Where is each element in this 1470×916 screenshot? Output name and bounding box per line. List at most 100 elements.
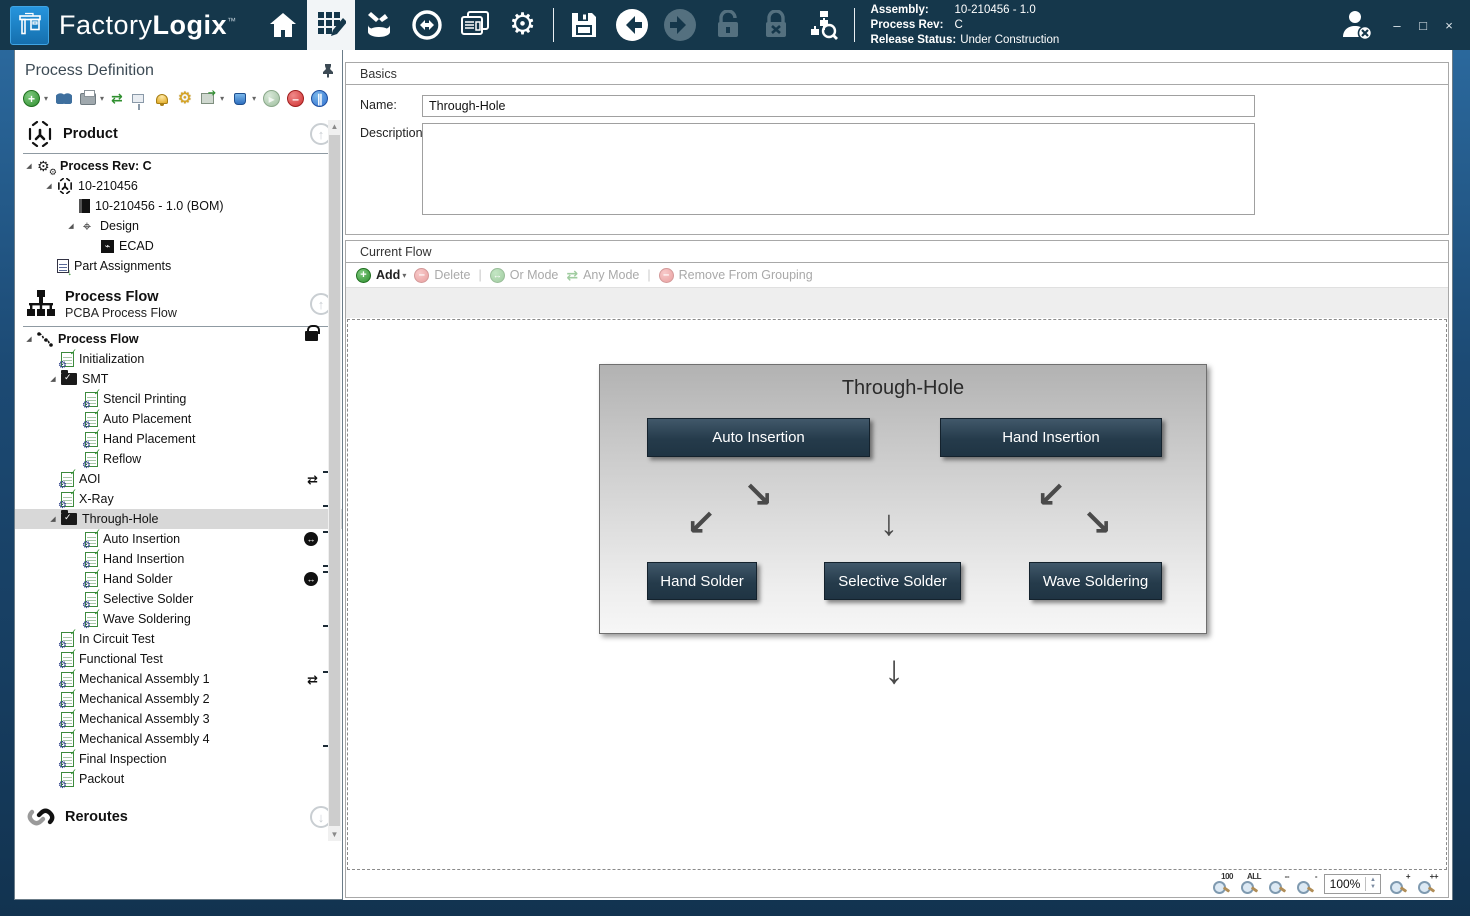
unlock-button[interactable]	[704, 0, 752, 50]
zoom-out-button[interactable]: -	[1296, 872, 1318, 894]
reroutes-section-header[interactable]: Reroutes ↓	[15, 799, 342, 835]
zoom-out-fast-button[interactable]: --	[1268, 872, 1290, 894]
tree-item-reflow[interactable]: Reflow	[15, 447, 342, 471]
node-auto-insertion[interactable]: Auto Insertion	[647, 418, 870, 457]
tree-item-part-assignments[interactable]: Part Assignments	[15, 256, 342, 277]
through-hole-group[interactable]: Through-Hole Auto Insertion Hand Inserti…	[599, 364, 1207, 634]
any-mode-button[interactable]: ⇄ Any Mode	[566, 266, 640, 283]
tree-item-selective-solder[interactable]: Selective Solder	[15, 587, 342, 611]
import-icon[interactable]	[231, 90, 248, 107]
expander-icon[interactable]: ◢	[68, 223, 74, 230]
close-button[interactable]: ×	[1445, 17, 1453, 33]
find-icon[interactable]	[55, 90, 72, 107]
data-transfer-button[interactable]	[403, 0, 451, 50]
navigate-forward-button[interactable]	[656, 0, 704, 50]
process-search-button[interactable]	[800, 0, 848, 50]
add-dropdown-caret[interactable]: ▾	[44, 94, 49, 103]
expander-icon[interactable]: ◢	[50, 376, 56, 383]
process-flow-section-header[interactable]: Process Flow PCBA Process Flow ↑	[15, 282, 342, 326]
delete-button[interactable]: – Delete	[414, 267, 470, 283]
scroll-down-icon[interactable]: ▼	[330, 830, 339, 839]
minimize-button[interactable]: –	[1393, 17, 1401, 33]
add-dropdown-caret[interactable]: ▾	[402, 270, 407, 280]
tree-item-ecad[interactable]: ⌁ ECAD	[15, 236, 342, 256]
pause-icon[interactable]: ∥	[311, 90, 329, 107]
export-dropdown-caret[interactable]: ▾	[220, 94, 225, 103]
tree-item-in-circuit-test[interactable]: In Circuit Test	[15, 627, 342, 651]
tree-item-final-inspection[interactable]: Final Inspection	[15, 747, 342, 771]
tree-item-bom[interactable]: 10-210456 - 1.0 (BOM)	[15, 196, 342, 216]
gear-settings-icon[interactable]: ⚙	[177, 89, 193, 107]
bell-icon[interactable]	[154, 90, 171, 107]
print-dropdown-caret[interactable]: ▾	[100, 94, 105, 103]
tree-item-hand-solder[interactable]: Hand Solder ↔	[15, 567, 342, 591]
node-hand-solder[interactable]: Hand Solder	[647, 562, 757, 600]
process-definition-button[interactable]	[306, 0, 355, 50]
or-mode-button[interactable]: ↔ Or Mode	[489, 267, 558, 283]
name-input[interactable]	[422, 95, 1255, 117]
materials-button[interactable]	[355, 0, 403, 50]
print-icon[interactable]	[79, 89, 96, 107]
spin-down-icon[interactable]: ▼	[1370, 883, 1376, 890]
go-icon[interactable]: ▸	[263, 90, 281, 107]
any-mode-icon[interactable]: ⇄	[111, 90, 123, 106]
maximize-button[interactable]: □	[1419, 17, 1427, 33]
tree-item-auto-insertion[interactable]: Auto Insertion ↔	[15, 527, 342, 551]
tree-item-mechanical-assembly-4[interactable]: Mechanical Assembly 4	[15, 727, 342, 751]
zoom-in-fast-button[interactable]: ++	[1417, 872, 1439, 894]
tree-item-hand-insertion[interactable]: Hand Insertion	[15, 547, 342, 571]
remove-from-grouping-button[interactable]: – Remove From Grouping	[658, 267, 813, 283]
tree-item-process-rev[interactable]: ◢ ⚙ Process Rev: C	[15, 156, 342, 177]
tree-item-hand-placement[interactable]: Hand Placement	[15, 427, 342, 451]
add-button[interactable]: + Add ▾	[356, 267, 407, 283]
tree-item-smt[interactable]: ◢ SMT	[15, 369, 342, 389]
tree-item-assembly[interactable]: ◢ 10-210456	[15, 176, 342, 196]
tree-item-wave-soldering[interactable]: Wave Soldering	[15, 607, 342, 631]
kiosk-icon[interactable]	[130, 90, 147, 110]
tree-item-initialization[interactable]: Initialization	[15, 347, 342, 371]
product-section-header[interactable]: Product ↑	[15, 115, 342, 153]
zoom-in-button[interactable]: +	[1389, 872, 1411, 894]
logout-user-button[interactable]	[1330, 0, 1384, 50]
any-mode-badge-icon: ⇄	[307, 471, 318, 487]
tree-item-aoi[interactable]: AOI ⇄	[15, 467, 342, 491]
zoom-100-button[interactable]: 100	[1212, 872, 1233, 894]
tree-item-packout[interactable]: Packout	[15, 767, 342, 791]
zoom-level-spinner[interactable]: 100% ▲▼	[1324, 873, 1381, 894]
node-hand-insertion[interactable]: Hand Insertion	[940, 418, 1162, 457]
expander-icon[interactable]: ◢	[26, 336, 32, 343]
zoom-fit-all-button[interactable]: ALL	[1240, 872, 1262, 894]
tree-item-mechanical-assembly-3[interactable]: Mechanical Assembly 3	[15, 707, 342, 731]
add-icon[interactable]: +	[23, 90, 40, 107]
tree-item-process-flow[interactable]: ◢ Process Flow	[15, 325, 342, 349]
tree-item-xray[interactable]: X-Ray	[15, 487, 342, 511]
lock-deny-button[interactable]	[752, 0, 800, 50]
expander-icon[interactable]: ◢	[26, 163, 32, 170]
tree-item-mechanical-assembly-1[interactable]: Mechanical Assembly 1 ⇄	[15, 667, 342, 691]
scroll-up-icon[interactable]: ▲	[330, 122, 339, 131]
expander-icon[interactable]: ◢	[46, 183, 52, 190]
node-selective-solder[interactable]: Selective Solder	[824, 562, 961, 600]
tree-item-auto-placement[interactable]: Auto Placement	[15, 407, 342, 431]
pin-icon[interactable]	[322, 64, 334, 78]
save-button[interactable]	[560, 0, 608, 50]
flow-canvas[interactable]: Through-Hole Auto Insertion Hand Inserti…	[347, 319, 1447, 870]
navigate-back-button[interactable]	[608, 0, 656, 50]
tree-item-functional-test[interactable]: Functional Test	[15, 647, 342, 671]
spin-up-icon[interactable]: ▲	[1370, 876, 1376, 883]
description-textarea[interactable]	[422, 123, 1255, 215]
scrollbar-thumb[interactable]	[329, 135, 340, 826]
node-wave-soldering[interactable]: Wave Soldering	[1029, 562, 1162, 600]
tree-item-design[interactable]: ◢ ⌖ Design	[15, 216, 342, 236]
settings-button[interactable]: ⚙	[499, 0, 547, 50]
stop-icon[interactable]: –	[287, 90, 305, 107]
tree-item-stencil-printing[interactable]: Stencil Printing	[15, 387, 342, 411]
tree-item-through-hole[interactable]: ◢ Through-Hole	[15, 509, 342, 529]
document-windows-button[interactable]	[451, 0, 499, 50]
expander-icon[interactable]: ◢	[50, 516, 56, 523]
export-icon[interactable]	[199, 88, 216, 107]
left-scrollbar[interactable]: ▲ ▼	[328, 120, 341, 841]
import-dropdown-caret[interactable]: ▾	[252, 94, 257, 103]
home-button[interactable]	[259, 0, 307, 50]
tree-item-mechanical-assembly-2[interactable]: Mechanical Assembly 2	[15, 687, 342, 711]
